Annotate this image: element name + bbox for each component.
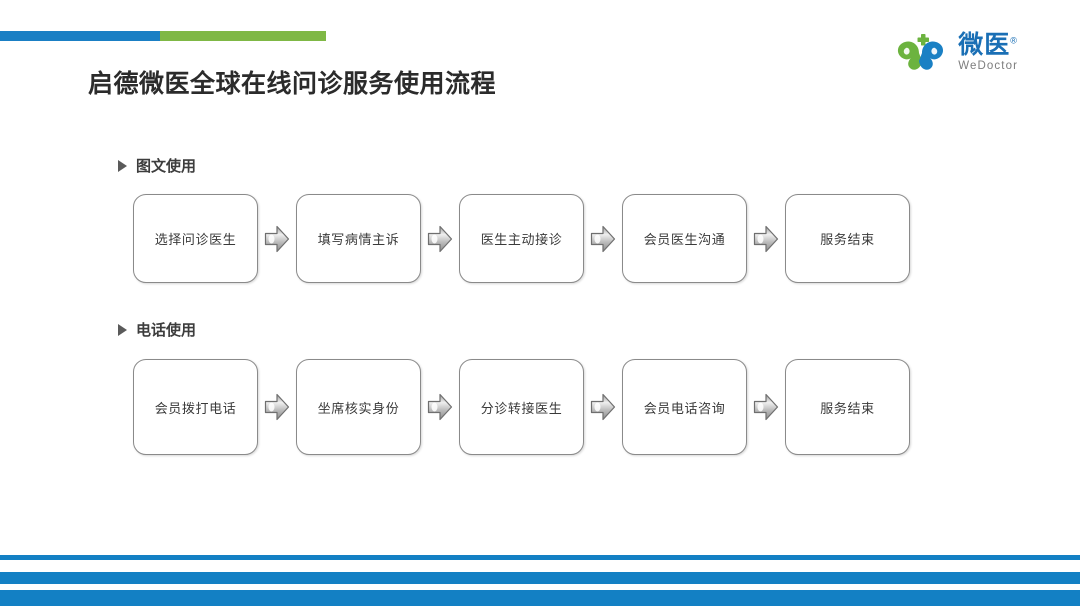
section-label: 电话使用	[136, 322, 197, 339]
flow-step-box[interactable]: 服务结束	[785, 359, 910, 455]
flow-row-phone: 会员拨打电话 坐席核实身份 分诊转接医生 会员电话咨询 服务结束	[133, 359, 910, 455]
section-heading-graphic-text: 图文使用	[118, 155, 196, 176]
flow-step-box[interactable]: 会员拨打电话	[133, 359, 258, 455]
flow-step-box[interactable]: 医生主动接诊	[459, 194, 584, 283]
brand-logo: 微医® WeDoctor	[894, 33, 1018, 73]
flow-step-box[interactable]: 服务结束	[785, 194, 910, 283]
footer-accent-bar-thin	[0, 555, 1080, 560]
flow-row-graphic-text: 选择问诊医生 填写病情主诉 医生主动接诊 会员医生沟通 服务结束	[133, 194, 910, 283]
arrow-right-icon	[753, 225, 779, 252]
top-accent-blue-segment	[0, 31, 160, 41]
flow-step-box[interactable]: 填写病情主诉	[296, 194, 421, 283]
arrow-right-icon	[264, 393, 290, 421]
page-title: 启德微医全球在线问诊服务使用流程	[88, 70, 497, 98]
flow-step-box[interactable]: 会员电话咨询	[622, 359, 747, 455]
logo-wordmark: 微医® WeDoctor	[958, 33, 1018, 73]
section-heading-phone: 电话使用	[118, 319, 196, 340]
footer-accent-bar-thick	[0, 590, 1080, 606]
arrow-right-icon	[427, 393, 453, 421]
logo-name-cn: 微医®	[958, 33, 1018, 58]
chevron-right-icon	[118, 159, 127, 172]
arrow-right-icon	[427, 225, 453, 252]
arrow-right-icon	[753, 393, 779, 421]
top-accent-bar	[0, 31, 326, 41]
flow-step-box[interactable]: 分诊转接医生	[459, 359, 584, 455]
wedoctor-infinity-icon	[898, 34, 944, 70]
arrow-right-icon	[590, 225, 616, 252]
arrow-right-icon	[264, 225, 290, 252]
flow-step-box[interactable]: 会员医生沟通	[622, 194, 747, 283]
chevron-right-icon	[118, 323, 127, 336]
arrow-right-icon	[590, 393, 616, 421]
top-accent-green-segment	[160, 31, 326, 41]
registered-trademark-icon: ®	[1010, 35, 1018, 46]
section-label: 图文使用	[136, 158, 197, 175]
flow-step-box[interactable]: 坐席核实身份	[296, 359, 421, 455]
flow-step-box[interactable]: 选择问诊医生	[133, 194, 258, 283]
logo-name-en: WeDoctor	[958, 60, 1018, 73]
footer-accent-bar-medium	[0, 572, 1080, 584]
logo-name-cn-text: 微医	[958, 31, 1011, 60]
